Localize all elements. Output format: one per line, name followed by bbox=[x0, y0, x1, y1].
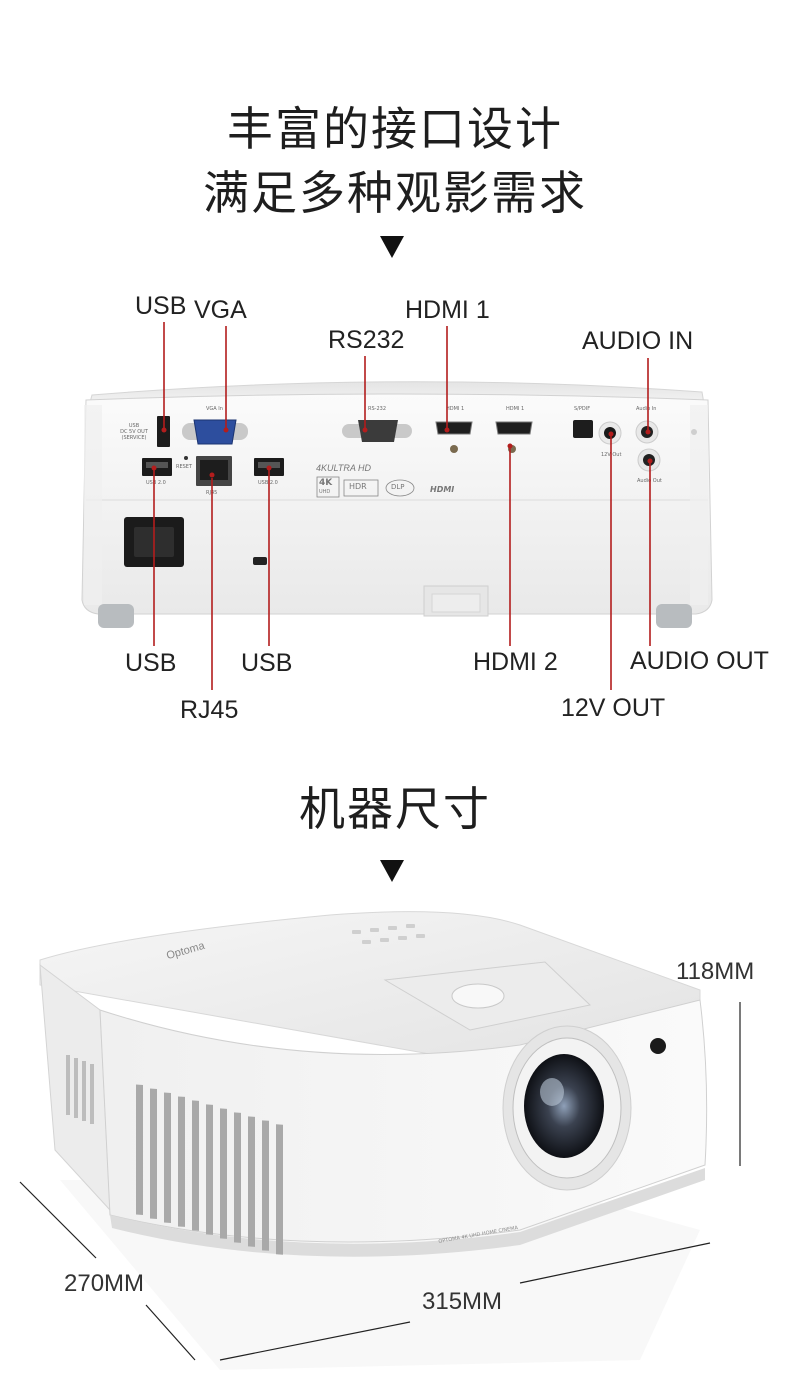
panel-4k-logo: 4K bbox=[319, 478, 333, 488]
panel-reset-print: RESET bbox=[176, 464, 193, 470]
down-arrow-icon bbox=[380, 236, 404, 258]
dim-line-width-right bbox=[519, 1242, 711, 1284]
panel-dcout-text: DC 5V OUT bbox=[120, 429, 148, 435]
projector-rear-panel bbox=[81, 381, 713, 628]
dim-height-label: 118MM bbox=[676, 958, 755, 985]
panel-usb20-mid-print: USB 2.0 bbox=[258, 480, 278, 486]
dimension-lines bbox=[19, 1002, 741, 1361]
section1-title-line2: 满足多种观影需求 bbox=[203, 166, 587, 220]
panel-hdmi2-print: HDMI 1 bbox=[506, 406, 525, 412]
projector-front-view bbox=[39, 911, 708, 1370]
panel-hdr-logo: HDR bbox=[349, 482, 367, 491]
label-rj45: RJ45 bbox=[180, 696, 239, 724]
panel-vga-print: VGA In bbox=[206, 406, 223, 412]
panel-spdif-print: S/PDIF bbox=[574, 406, 591, 412]
label-vga: VGA bbox=[194, 296, 247, 324]
leader-lines bbox=[151, 322, 653, 690]
dim-line-depth-lower bbox=[145, 1304, 196, 1361]
panel-rs232-print: RS-232 bbox=[368, 406, 386, 412]
panel-usb-print: USB DC 5V OUT (SERVICE) bbox=[112, 423, 156, 441]
dim-line-depth-upper bbox=[19, 1181, 97, 1259]
label-hdmi1: HDMI 1 bbox=[405, 296, 490, 324]
dim-depth-label: 270MM bbox=[64, 1270, 145, 1297]
label-audio-out: AUDIO OUT bbox=[630, 647, 769, 675]
panel-usb20-left-print: USB 2.0 bbox=[146, 480, 166, 486]
panel-hdmi-logo: HDMI bbox=[430, 485, 455, 494]
panel-service-text: (SERVICE) bbox=[121, 435, 147, 441]
section2-title: 机器尺寸 bbox=[299, 782, 491, 836]
label-audio-in: AUDIO IN bbox=[582, 327, 694, 355]
label-usb-top: USB bbox=[135, 292, 187, 320]
panel-dlp-logo: DLP bbox=[391, 483, 405, 491]
dim-width-label: 315MM bbox=[422, 1288, 503, 1315]
panel-uhd-logo: UHD bbox=[319, 489, 331, 495]
label-hdmi2: HDMI 2 bbox=[473, 648, 558, 676]
dim-line-width-left bbox=[219, 1321, 411, 1361]
panel-audioin-print: Audio In bbox=[636, 406, 657, 412]
panel-hdmi1-print: HDMI 1 bbox=[446, 406, 465, 412]
label-12v-out: 12V OUT bbox=[561, 694, 666, 722]
section1-title-line1: 丰富的接口设计 bbox=[227, 102, 563, 156]
label-usb-mid: USB bbox=[241, 649, 293, 677]
down-arrow-icon bbox=[380, 860, 404, 882]
panel-usb-text: USB bbox=[128, 423, 140, 429]
label-usb-left: USB bbox=[125, 649, 177, 677]
label-rs232: RS232 bbox=[328, 326, 405, 354]
panel-ultrahd-logo: 4KULTRA HD bbox=[316, 463, 372, 473]
